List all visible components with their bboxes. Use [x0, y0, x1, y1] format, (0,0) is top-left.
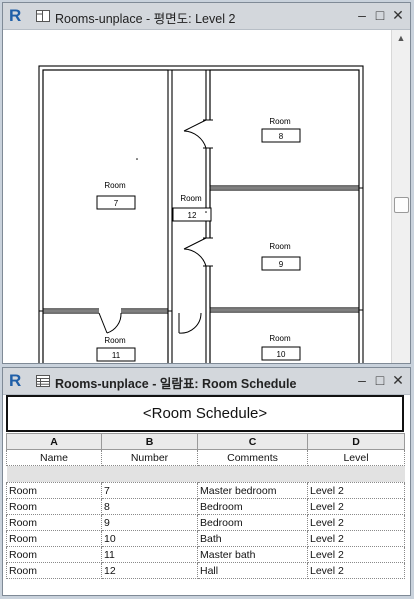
- room-7-number: 7: [114, 199, 119, 208]
- minimize-button[interactable]: –: [358, 372, 366, 388]
- column-header-number[interactable]: Number: [101, 449, 198, 466]
- room-8-number: 8: [279, 132, 284, 141]
- floor-plan-window: R Rooms-unplace - 평면도: Level 2 – □ ✕: [2, 2, 411, 364]
- close-button[interactable]: ✕: [392, 372, 404, 388]
- room-9-name: Room: [269, 242, 291, 251]
- plan-vertical-scrollbar[interactable]: ▲: [391, 30, 410, 363]
- table-row[interactable]: Room 7 Master bedroom Level 2: [6, 482, 405, 499]
- column-header-name[interactable]: Name: [6, 449, 102, 466]
- cell-level[interactable]: Level 2: [307, 562, 405, 579]
- room-10-number-box: [261, 346, 301, 361]
- revit-logo: R: [9, 6, 22, 25]
- room-7-name: Room: [104, 181, 126, 190]
- column-letter[interactable]: A: [6, 433, 102, 450]
- column-letter[interactable]: D: [307, 433, 405, 450]
- cell-level[interactable]: Level 2: [307, 530, 405, 547]
- cell-comments[interactable]: Bath: [197, 530, 308, 547]
- room-9-number-box: [261, 256, 301, 271]
- cell-comments[interactable]: Bedroom: [197, 498, 308, 515]
- column-header-row: Name Number Comments Level: [6, 449, 405, 466]
- floor-plan-view-icon: [36, 10, 50, 22]
- floor-plan-drawing[interactable]: Room 8 Room 7 Room 12 Room 9 Room 11 Roo…: [3, 30, 392, 363]
- room-12-number: 12: [188, 211, 197, 220]
- room-10-number: 10: [277, 350, 286, 359]
- floor-plan-canvas[interactable]: Room 8 Room 7 Room 12 Room 9 Room 11 Roo…: [3, 30, 392, 363]
- cell-name[interactable]: Room: [6, 530, 102, 547]
- cell-name[interactable]: Room: [6, 514, 102, 531]
- cell-name[interactable]: Room: [6, 546, 102, 563]
- schedule-table[interactable]: A B C D Name Number Comments Level Room …: [6, 433, 405, 579]
- room-7-number-box: [96, 195, 136, 210]
- table-row[interactable]: Room 9 Bedroom Level 2: [6, 514, 405, 531]
- minimize-button[interactable]: –: [358, 7, 366, 23]
- column-letter[interactable]: B: [101, 433, 198, 450]
- column-letter[interactable]: C: [197, 433, 308, 450]
- cell-level[interactable]: Level 2: [307, 514, 405, 531]
- room-8-name: Room: [269, 117, 291, 126]
- cell-number[interactable]: 7: [101, 482, 198, 499]
- maximize-button[interactable]: □: [375, 7, 385, 23]
- cell-number[interactable]: 11: [101, 546, 198, 563]
- room-10-boundary: [209, 311, 360, 363]
- maximize-button[interactable]: □: [375, 372, 385, 388]
- scroll-up-icon[interactable]: ▲: [396, 33, 406, 43]
- cell-name[interactable]: Room: [6, 498, 102, 515]
- column-header-comments[interactable]: Comments: [197, 449, 308, 466]
- cell-name[interactable]: Room: [6, 482, 102, 499]
- room-10-name: Room: [269, 334, 291, 343]
- scroll-thumb[interactable]: [394, 197, 409, 213]
- cell-comments[interactable]: Master bath: [197, 546, 308, 563]
- table-row[interactable]: Room 8 Bedroom Level 2: [6, 498, 405, 515]
- column-letter-row: A B C D: [6, 433, 405, 450]
- header-spacer-row: [6, 465, 405, 483]
- room-11-name: Room: [104, 336, 126, 345]
- close-button[interactable]: ✕: [392, 7, 404, 23]
- schedule-window-title: Rooms-unplace - 일람표: Room Schedule: [55, 377, 297, 391]
- table-row[interactable]: Room 12 Hall Level 2: [6, 562, 405, 579]
- room-11-number-box: [96, 347, 136, 362]
- plan-titlebar[interactable]: R Rooms-unplace - 평면도: Level 2 – □ ✕: [3, 3, 410, 30]
- room-12-number-box: [172, 207, 212, 222]
- cell-number[interactable]: 9: [101, 514, 198, 531]
- schedule-titlebar[interactable]: R Rooms-unplace - 일람표: Room Schedule – □…: [3, 368, 410, 395]
- cell-number[interactable]: 12: [101, 562, 198, 579]
- column-header-level[interactable]: Level: [307, 449, 405, 466]
- table-row[interactable]: Room 10 Bath Level 2: [6, 530, 405, 547]
- cell-name[interactable]: Room: [6, 562, 102, 579]
- revit-logo: R: [9, 371, 22, 390]
- schedule-view-icon: [36, 375, 50, 387]
- cell-level[interactable]: Level 2: [307, 546, 405, 563]
- cell-level[interactable]: Level 2: [307, 482, 405, 499]
- cell-comments[interactable]: Master bedroom: [197, 482, 308, 499]
- table-row[interactable]: Room 11 Master bath Level 2: [6, 546, 405, 563]
- schedule-title[interactable]: <Room Schedule>: [6, 395, 404, 432]
- room-12-name: Room: [180, 194, 202, 203]
- room-8-number-box: [261, 128, 301, 143]
- cell-comments[interactable]: Hall: [197, 562, 308, 579]
- plan-window-title: Rooms-unplace - 평면도: Level 2: [55, 12, 236, 26]
- room-11-number: 11: [112, 351, 121, 360]
- cell-level[interactable]: Level 2: [307, 498, 405, 515]
- room-8-boundary: [209, 69, 360, 187]
- schedule-window: R Rooms-unplace - 일람표: Room Schedule – □…: [2, 367, 411, 596]
- cell-number[interactable]: 10: [101, 530, 198, 547]
- schedule-view[interactable]: <Room Schedule> A B C D Name Number Comm…: [3, 395, 410, 595]
- room-9-number: 9: [279, 260, 284, 269]
- cell-number[interactable]: 8: [101, 498, 198, 515]
- cell-comments[interactable]: Bedroom: [197, 514, 308, 531]
